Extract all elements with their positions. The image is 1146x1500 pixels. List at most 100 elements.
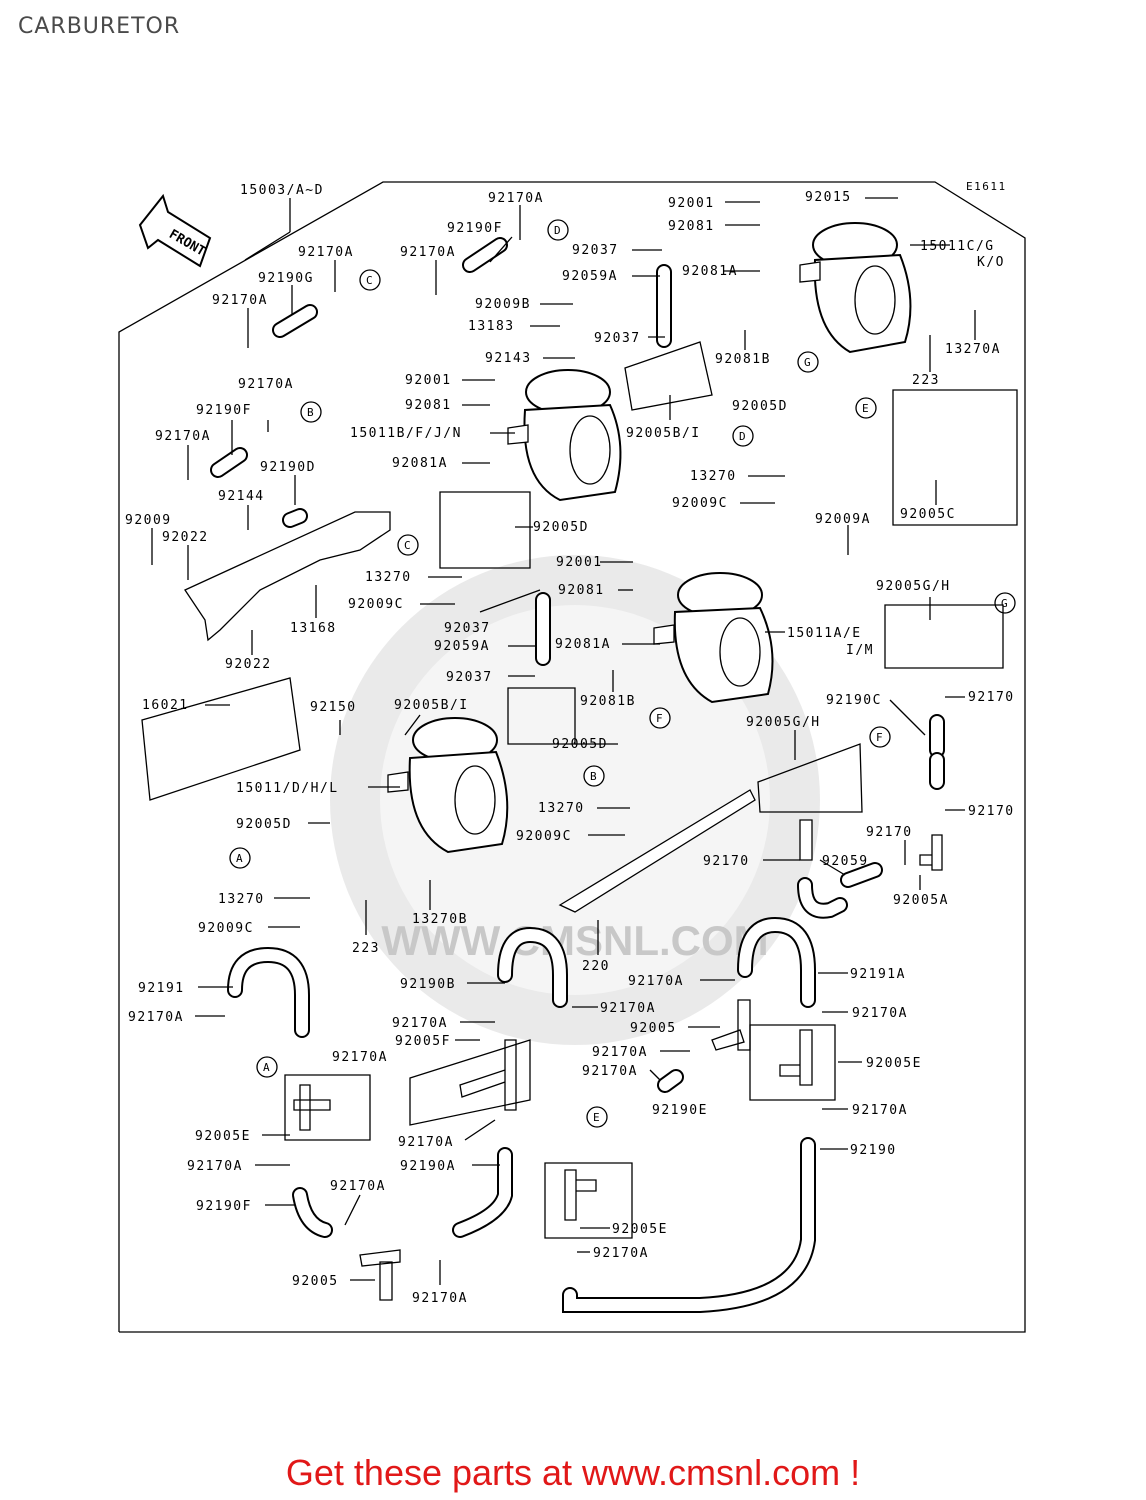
label-92170A-2: 92170A bbox=[298, 245, 354, 260]
leader-lines bbox=[151, 197, 976, 1285]
carburetor-4 bbox=[387, 717, 509, 854]
label-92081A-1: 92081A bbox=[682, 264, 738, 279]
label-13270B: 13270B bbox=[412, 912, 468, 927]
label-15003: 15003/A~D bbox=[240, 183, 324, 198]
label-92190G: 92190G bbox=[258, 271, 314, 286]
label-92170A-9: 92170A bbox=[600, 1001, 656, 1016]
label-92005E-2: 92005E bbox=[195, 1129, 251, 1144]
label-92081-3: 92081 bbox=[558, 583, 605, 598]
label-13270A: 13270A bbox=[945, 342, 1001, 357]
label-92001-3: 92001 bbox=[556, 555, 603, 570]
label-92005D-2: 92005D bbox=[533, 520, 589, 535]
label-92170A-16: 92170A bbox=[398, 1135, 454, 1150]
label-92190F-1: 92190F bbox=[447, 221, 503, 236]
label-92009: 92009 bbox=[125, 513, 172, 528]
page-title: CARBURETOR bbox=[18, 14, 181, 39]
label-92190: 92190 bbox=[850, 1143, 897, 1158]
label-92005BI-2: 92005B/I bbox=[394, 698, 469, 713]
label-92170A-3: 92170A bbox=[400, 245, 456, 260]
label-13270-3: 13270 bbox=[538, 801, 585, 816]
label-92001-2: 92001 bbox=[405, 373, 452, 388]
carburetor-3 bbox=[653, 572, 774, 704]
label-92005GH-2: 92005G/H bbox=[746, 715, 821, 730]
label-92170A-7: 92170A bbox=[628, 974, 684, 989]
label-92170A-14: 92170A bbox=[582, 1064, 638, 1079]
label-92170A-12: 92170A bbox=[332, 1050, 388, 1065]
label-92005D-1: 92005D bbox=[732, 399, 788, 414]
label-92170A-15: 92170A bbox=[852, 1103, 908, 1118]
label-92081A-3: 92081A bbox=[555, 637, 611, 652]
t-fittings bbox=[293, 819, 943, 1301]
label-92005E-3: 92005E bbox=[612, 1222, 668, 1237]
label-92022-1: 92022 bbox=[162, 530, 209, 545]
label-92081-1: 92081 bbox=[668, 219, 715, 234]
label-92022-2: 92022 bbox=[225, 657, 272, 672]
label-92005E-1: 92005E bbox=[866, 1056, 922, 1071]
label-15011BFJN: 15011B/F/J/N bbox=[350, 426, 462, 441]
label-92190A: 92190A bbox=[400, 1159, 456, 1174]
label-15011DHL: 15011/D/H/L bbox=[236, 781, 339, 796]
diagram-code: E1611 bbox=[966, 180, 1007, 193]
label-92001-1: 92001 bbox=[668, 196, 715, 211]
label-15011CG: 15011C/G bbox=[920, 239, 995, 254]
label-92170-1: 92170 bbox=[968, 690, 1015, 705]
label-IM: I/M bbox=[846, 643, 874, 658]
label-92009C-2: 92009C bbox=[348, 597, 404, 612]
label-92190F-3: 92190F bbox=[196, 1199, 252, 1214]
diagram-frame bbox=[118, 181, 1026, 1333]
label-92170A-10: 92170A bbox=[852, 1006, 908, 1021]
label-13183: 13183 bbox=[468, 319, 515, 334]
ref-e-2: E bbox=[593, 1111, 600, 1124]
ref-c-1: C bbox=[366, 274, 373, 287]
parts-link-footer[interactable]: Get these parts at www.cmsnl.com ! bbox=[285, 1452, 861, 1493]
bracket-plate bbox=[184, 511, 391, 642]
ref-d-2: D bbox=[739, 430, 746, 443]
label-13168: 13168 bbox=[290, 621, 337, 636]
label-92009C-3: 92009C bbox=[516, 829, 572, 844]
label-92005C: 92005C bbox=[900, 507, 956, 522]
label-92170A-19: 92170A bbox=[593, 1246, 649, 1261]
label-92170A-4: 92170A bbox=[212, 293, 268, 308]
ref-b-1: B bbox=[307, 406, 314, 419]
label-220: 220 bbox=[582, 959, 610, 974]
ref-a-1: A bbox=[236, 852, 243, 865]
label-92005D-4: 92005D bbox=[236, 817, 292, 832]
label-92170A-5: 92170A bbox=[238, 377, 294, 392]
label-92059: 92059 bbox=[822, 854, 869, 869]
label-13270-4: 13270 bbox=[218, 892, 265, 907]
ref-g-2: G bbox=[1001, 597, 1008, 610]
label-92190C: 92190C bbox=[826, 693, 882, 708]
label-92005D-3: 92005D bbox=[552, 737, 608, 752]
label-92190F-2: 92190F bbox=[196, 403, 252, 418]
label-92144: 92144 bbox=[218, 489, 265, 504]
carburetor-2 bbox=[507, 369, 622, 502]
ref-d-1: D bbox=[554, 224, 561, 237]
part-labels: 15003/A~D 92170A 92190F 92170A 92170A 92… bbox=[125, 183, 1015, 1306]
carburetor-1 bbox=[799, 222, 912, 354]
ref-e-1: E bbox=[862, 402, 869, 415]
label-92170A-1: 92170A bbox=[488, 191, 544, 206]
label-13270-1: 13270 bbox=[690, 469, 737, 484]
label-92170-3: 92170 bbox=[866, 825, 913, 840]
label-92081A-2: 92081A bbox=[392, 456, 448, 471]
label-92005BI-1: 92005B/I bbox=[626, 426, 701, 441]
label-92170A-18: 92170A bbox=[330, 1179, 386, 1194]
watermark-text: WWW.CMSNL.COM bbox=[381, 917, 768, 964]
label-92170-4: 92170 bbox=[703, 854, 750, 869]
ref-a-2: A bbox=[263, 1061, 270, 1074]
label-92059A-2: 92059A bbox=[434, 639, 490, 654]
label-223-2: 223 bbox=[352, 941, 380, 956]
choke-rod bbox=[558, 789, 756, 913]
reference-markers: D C B G E D C G F F B A A E bbox=[229, 219, 1016, 1128]
ref-f-2: F bbox=[876, 731, 883, 744]
label-15011AE: 15011A/E bbox=[787, 626, 862, 641]
label-92170A-17: 92170A bbox=[187, 1159, 243, 1174]
kit-boxes bbox=[141, 341, 1018, 1239]
label-92005-1: 92005 bbox=[630, 1021, 677, 1036]
label-92009A: 92009A bbox=[815, 512, 871, 527]
label-92081B-1: 92081B bbox=[715, 352, 771, 367]
label-92081B-2: 92081B bbox=[580, 694, 636, 709]
label-92190D: 92190D bbox=[260, 460, 316, 475]
label-92059A-1: 92059A bbox=[562, 269, 618, 284]
